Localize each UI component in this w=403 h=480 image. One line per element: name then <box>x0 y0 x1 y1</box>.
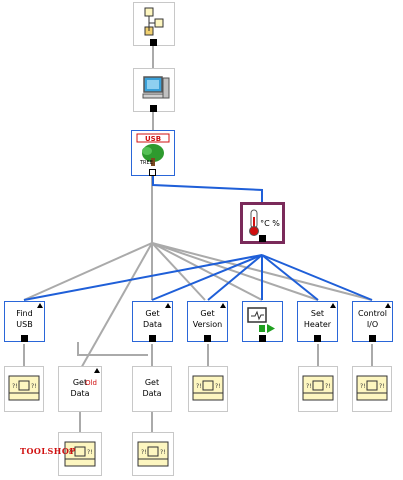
get-data-old-label-line2: Data <box>70 389 90 398</box>
get-data-label-line2: Data <box>142 320 163 329</box>
svg-text:?!: ?! <box>31 383 37 390</box>
up-arrow-icon <box>385 303 391 308</box>
svg-text:?!: ?! <box>87 449 93 456</box>
subvi-node-get-version[interactable]: ?! ?! <box>188 366 228 412</box>
blue-wires <box>23 176 373 301</box>
svg-text:?!: ?! <box>160 449 166 456</box>
svg-text:?!: ?! <box>379 383 385 390</box>
monitor-node[interactable] <box>242 301 283 342</box>
subvi-placeholder-icon: ?! ?! <box>8 375 40 401</box>
subvi-placeholder-icon: ?! ?! <box>356 375 388 401</box>
monitor-play-icon <box>247 307 275 333</box>
subvi-node-set-heater[interactable]: ?! ?! <box>298 366 338 412</box>
svg-text:?!: ?! <box>325 383 331 390</box>
find-usb-label-line2: USB <box>16 320 33 329</box>
up-arrow-icon <box>330 303 336 308</box>
usb-tree-icon: USB TREE <box>136 133 170 166</box>
control-io-label-line1: Control <box>358 309 387 318</box>
find-usb-label-line1: Find <box>16 309 33 318</box>
computer-icon <box>142 76 170 99</box>
svg-text:?!: ?! <box>196 383 202 390</box>
get-data-label-line1: Get <box>145 309 160 318</box>
svg-text:?!: ?! <box>215 383 221 390</box>
get-version-label-line2: Version <box>192 320 223 329</box>
computer-node[interactable] <box>133 68 175 112</box>
get-data-old-label-line1: Get <box>72 378 88 387</box>
thermometer-icon: °C % <box>249 209 280 236</box>
subvi-placeholder-icon: ?! ?! <box>137 441 169 467</box>
temperature-label: °C % <box>260 219 280 228</box>
up-arrow-icon <box>220 303 226 308</box>
set-heater-label-line1: Set <box>310 309 325 318</box>
subvi-node-control-io[interactable]: ?! ?! <box>352 366 392 412</box>
svg-text:?!: ?! <box>12 383 18 390</box>
toolshop-watermark: TOOLSHOP <box>20 446 76 456</box>
usb-tree-node[interactable]: USB TREE <box>131 130 175 176</box>
project-icon <box>144 7 164 36</box>
subvi-placeholder-icon: ?! ?! <box>64 441 96 467</box>
project-node[interactable] <box>133 2 175 46</box>
get-data-2-label-line2: Data <box>142 389 162 398</box>
subvi-placeholder-icon: ?! ?! <box>302 375 334 401</box>
subvi-node-get-data-2[interactable]: ?! ?! <box>132 432 174 476</box>
up-arrow-icon <box>37 303 43 308</box>
svg-text:TREE: TREE <box>139 160 153 166</box>
old-badge: Old <box>85 379 97 387</box>
usb-tree-label: USB <box>145 135 161 143</box>
set-heater-label-line2: Heater <box>303 320 332 329</box>
svg-text:?!: ?! <box>360 383 366 390</box>
subvi-node-get-data-old[interactable]: ?! ?! <box>58 432 102 476</box>
control-io-label-line2: I/O <box>366 320 379 329</box>
get-data-2-label-line1: Get <box>144 378 160 387</box>
svg-text:?!: ?! <box>141 449 147 456</box>
svg-text:?!: ?! <box>306 383 312 390</box>
subvi-node-find-usb[interactable]: ?! ?! <box>4 366 44 412</box>
svg-text:?!: ?! <box>68 449 74 456</box>
up-arrow-icon <box>94 368 100 373</box>
get-version-label-line1: Get <box>200 309 215 318</box>
temperature-class-node[interactable]: °C % <box>240 202 285 244</box>
subvi-placeholder-icon: ?! ?! <box>192 375 224 401</box>
up-arrow-icon <box>165 303 171 308</box>
